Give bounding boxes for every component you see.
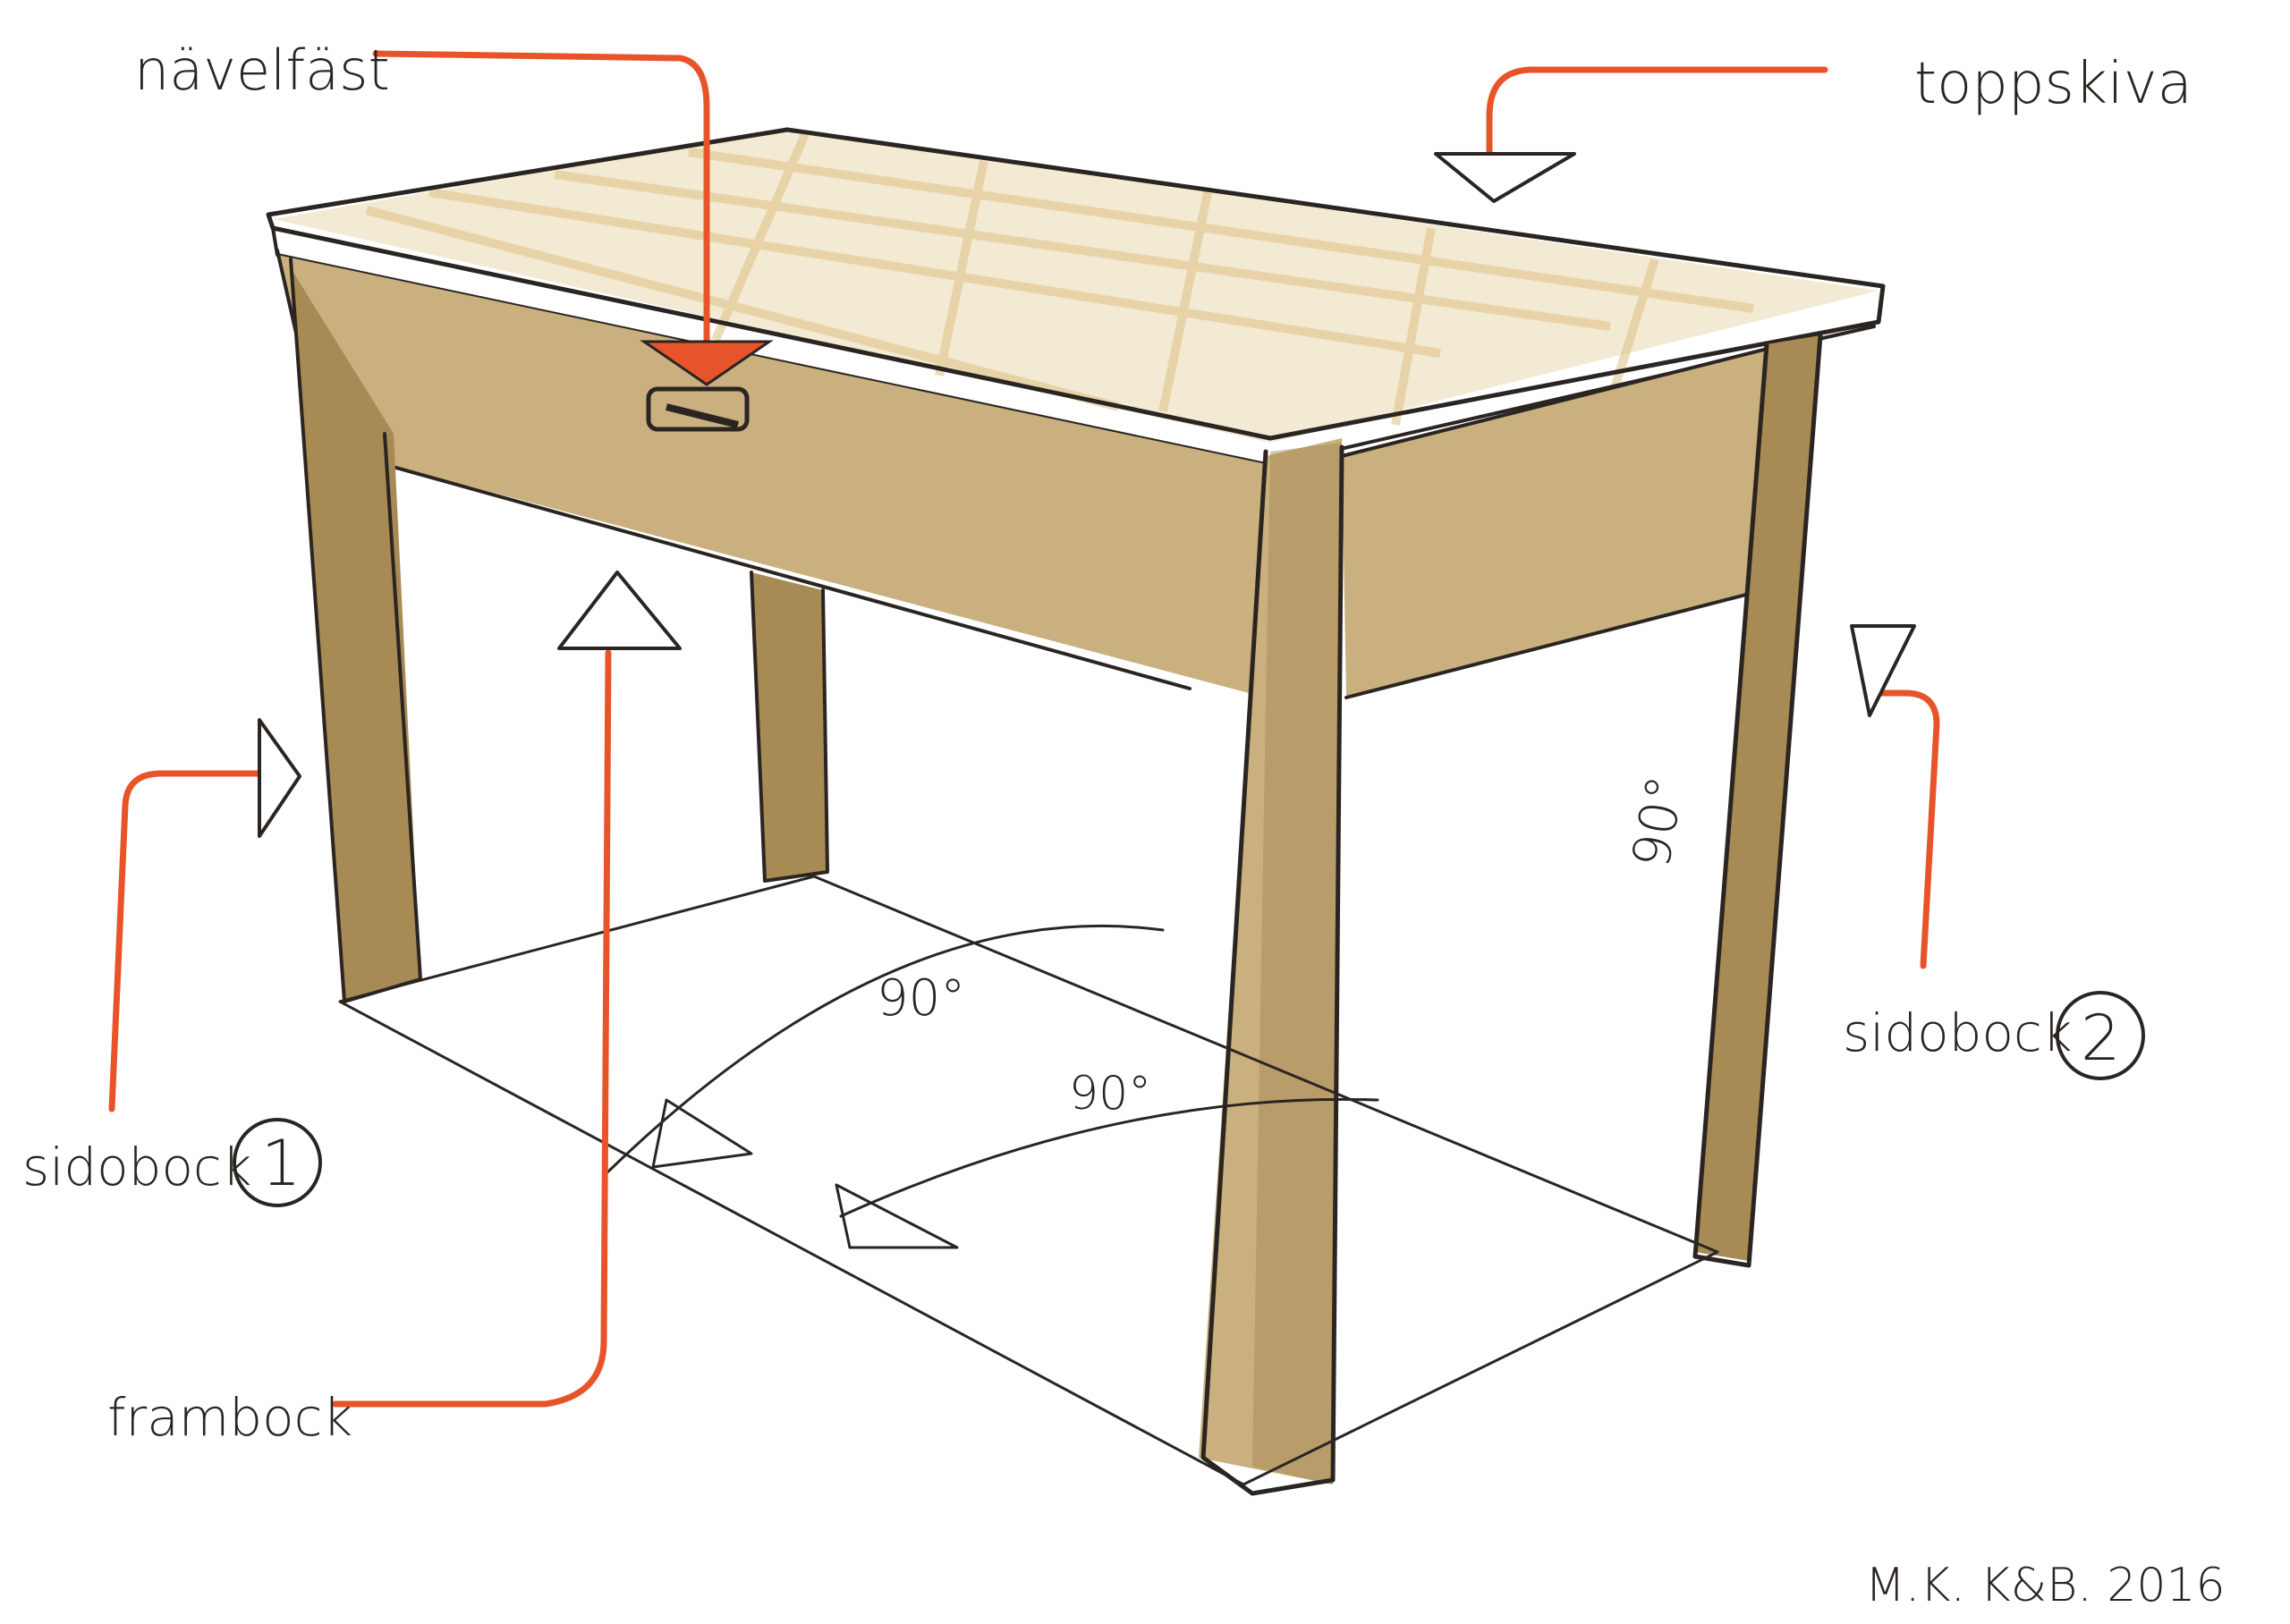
side-right-number-circle bbox=[2056, 991, 2145, 1080]
angle-label-center: 90° bbox=[1069, 1067, 1151, 1121]
label-side-left-number: 1 bbox=[261, 1127, 301, 1200]
leg-back-left bbox=[750, 571, 829, 883]
signature: M.K. K&B. 2016 bbox=[1865, 1559, 2226, 1612]
front-arrow bbox=[332, 571, 682, 1408]
leg-front-right bbox=[1199, 438, 1344, 1496]
table-top bbox=[266, 127, 1886, 467]
side-left-number-circle bbox=[233, 1118, 322, 1207]
angle-label-left: 90° bbox=[877, 969, 965, 1028]
label-handle: nävelfäst bbox=[134, 38, 390, 103]
angle-label-right: 90° bbox=[1620, 771, 1696, 872]
label-top: toppskiva bbox=[1914, 51, 2192, 117]
floor-lines bbox=[338, 875, 1719, 1486]
side1-arrow bbox=[108, 718, 301, 1112]
label-side-left: sidobock bbox=[22, 1137, 251, 1197]
dimension-triangles bbox=[651, 1098, 959, 1249]
handle-drawing bbox=[646, 386, 750, 432]
side2-arrow bbox=[1850, 624, 1940, 969]
label-side-right: sidobock bbox=[1843, 1002, 2072, 1063]
handle-arrow bbox=[372, 50, 774, 386]
leg-back-right bbox=[1692, 333, 1823, 1268]
label-side-right-number: 2 bbox=[2081, 1002, 2121, 1075]
label-front: frambock bbox=[107, 1387, 352, 1448]
top-arrow bbox=[1434, 66, 1828, 203]
